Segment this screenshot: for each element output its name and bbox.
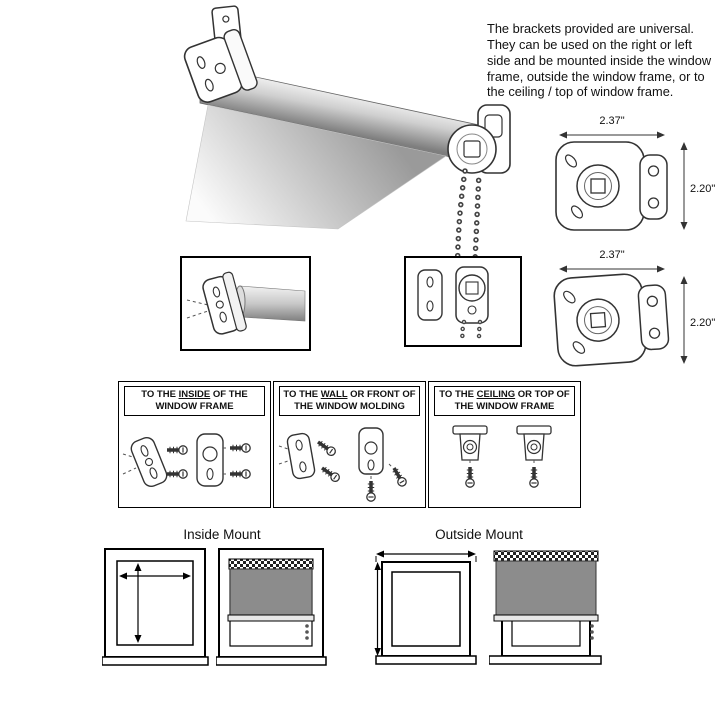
bracket — [196, 433, 224, 487]
wall-mount-bracket-drawing — [278, 427, 407, 502]
instruction-title: TO THE CEILING OR TOP OF THE WINDOW FRAM… — [434, 386, 575, 416]
inside-mount-bracket-drawing — [122, 433, 251, 487]
pull-chain — [590, 624, 594, 640]
clutch-plate — [455, 266, 489, 324]
shade-bottom-bar — [493, 614, 599, 622]
outside-mount-label: Outside Mount — [435, 527, 523, 542]
screw-icon — [320, 466, 340, 482]
bracket-detail-inset-left — [180, 256, 311, 351]
screw-icon — [167, 444, 188, 455]
bracket — [202, 271, 247, 335]
width-dimension-arrow — [559, 131, 665, 139]
bracket — [130, 436, 168, 487]
bead-chain — [460, 319, 483, 345]
bracket-plate — [417, 269, 443, 321]
height-measure-arrow — [134, 563, 142, 643]
height-dimension-arrow — [680, 142, 688, 230]
shade-fabric — [185, 104, 447, 230]
height-dimension-label: 2.20" — [690, 183, 715, 195]
instruction-box-wall: TO THE WALL OR FRONT OF THE WINDOW MOLDI… — [273, 381, 426, 508]
shade-bottom-bar — [227, 614, 315, 622]
clutch-chain-detail — [417, 266, 489, 345]
shade-fabric — [229, 568, 313, 616]
inside-mount-label: Inside Mount — [183, 527, 261, 542]
width-dimension-label: 2.37" — [599, 249, 624, 261]
ceiling-bracket — [516, 425, 552, 461]
window-sill — [102, 656, 209, 666]
height-measure-arrow — [374, 562, 381, 656]
window-sill — [489, 655, 602, 665]
left-bracket — [183, 29, 258, 103]
outside-mount-measure-diagram — [374, 550, 477, 665]
pull-chain — [305, 624, 309, 640]
shade-cassette — [493, 550, 599, 562]
screw-icon — [167, 468, 188, 479]
ceiling-mount-bracket-drawing — [452, 425, 552, 488]
window-sill — [216, 656, 327, 666]
screw-icon — [392, 466, 407, 487]
inside-mount-shade-diagram — [216, 548, 327, 666]
instruction-title: TO THE WALL OR FRONT OF THE WINDOW MOLDI… — [279, 386, 420, 416]
bracket — [286, 432, 316, 479]
bracket-drawing — [553, 273, 670, 367]
window-sill — [375, 655, 477, 665]
bracket-dimension-diagram-top: 2.37" 2.20" — [555, 115, 715, 231]
width-measure-arrow — [119, 572, 191, 580]
instruction-title: TO THE INSIDE OF THE WINDOW FRAME — [124, 386, 265, 416]
ceiling-bracket — [452, 425, 488, 461]
screw-icon — [366, 480, 376, 502]
bracket-drawing — [555, 141, 668, 231]
width-measure-arrow — [375, 550, 477, 562]
shade-cassette — [228, 558, 314, 570]
screw-icon — [230, 468, 251, 479]
bead-chain — [454, 168, 482, 328]
intro-text: The brackets provided are universal. The… — [487, 21, 712, 100]
screw-icon — [230, 442, 251, 453]
screw-icon — [465, 466, 475, 488]
tube-stub — [239, 285, 306, 322]
width-dimension-arrow — [559, 265, 665, 273]
shade-fabric — [495, 560, 597, 616]
screw-icon — [529, 466, 539, 488]
bracket-tube-detail — [186, 271, 306, 335]
bracket-dimension-diagram-bottom: 2.37" 2.20" — [553, 249, 715, 367]
outside-mount-shade-diagram — [489, 550, 602, 665]
bracket-detail-inset-right — [404, 256, 522, 347]
inside-mount-measure-diagram — [102, 548, 209, 666]
bracket — [358, 427, 384, 475]
height-dimension-label: 2.20" — [690, 317, 715, 329]
clutch-bracket — [447, 104, 511, 174]
width-dimension-label: 2.37" — [599, 115, 624, 127]
leader-dashed-line — [186, 299, 209, 319]
height-dimension-arrow — [680, 276, 688, 364]
instruction-box-inside: TO THE INSIDE OF THE WINDOW FRAME — [118, 381, 271, 508]
instruction-box-ceiling: TO THE CEILING OR TOP OF THE WINDOW FRAM… — [428, 381, 581, 508]
roller-shade-illustration — [183, 5, 511, 328]
screw-icon — [316, 440, 336, 456]
